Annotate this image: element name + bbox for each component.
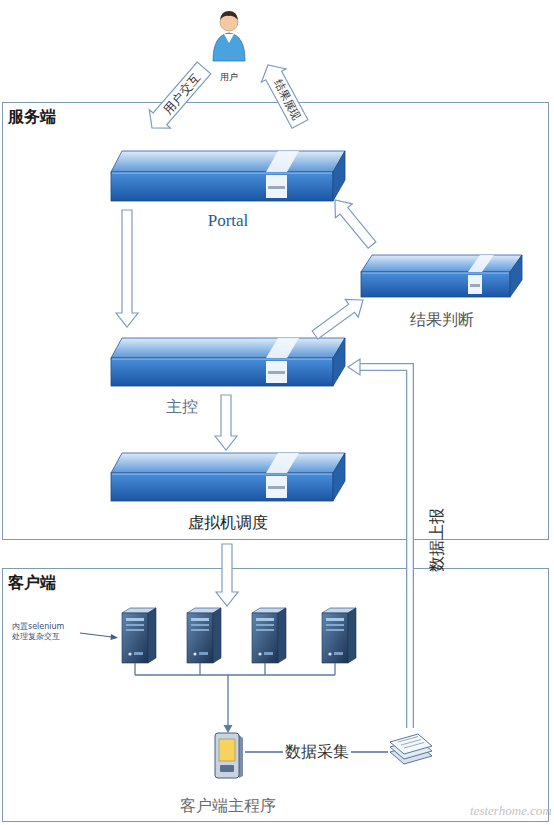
wire — [135, 663, 335, 726]
watermark: testerhome.com — [470, 803, 552, 819]
note-text: 内置selenium 处理复杂交互 — [12, 622, 74, 641]
hollow-arrow — [261, 65, 308, 128]
hollow-arrow — [312, 299, 363, 339]
node-label: 用户 — [200, 72, 258, 83]
arrowhead — [348, 359, 360, 375]
node-label: 虚拟机调度 — [110, 513, 346, 532]
device-icon — [213, 732, 245, 780]
leader-arrowhead — [111, 634, 119, 640]
node-label: 客户端主程序 — [170, 796, 286, 815]
control-server: 主控 — [110, 337, 346, 419]
result-server: 结果判断 — [360, 254, 523, 334]
node-label: 主控 — [64, 397, 300, 416]
flow-arrow — [261, 65, 308, 128]
flow-arrow — [335, 200, 376, 248]
server-icon — [252, 608, 286, 663]
server-icon — [187, 608, 221, 663]
document-stack — [390, 734, 432, 764]
scheduler-server: 虚拟机调度 — [110, 452, 346, 534]
leader-line — [80, 633, 112, 637]
server-icon — [122, 608, 156, 663]
wires — [135, 663, 335, 726]
zone-title: 服务端 — [8, 107, 56, 126]
flow-arrow — [149, 62, 211, 128]
edge-label: 数据上报 — [427, 508, 446, 572]
user-icon — [200, 5, 258, 65]
server-icon — [322, 608, 356, 663]
connector-fill — [360, 367, 410, 728]
client-zone: 客户端客户端主程序 — [2, 568, 549, 822]
hollow-arrow — [116, 210, 138, 327]
server-zone: 服务端Portal结果判断主控虚拟机调度 — [2, 102, 549, 540]
flow-arrow — [312, 299, 363, 339]
client-program: 客户端主程序 — [170, 728, 286, 822]
zone-title: 客户端 — [8, 573, 56, 592]
portal-server: Portal — [110, 150, 346, 234]
server-slab — [110, 150, 346, 202]
node-label: Portal — [110, 211, 346, 231]
edge-label: 结果展现 — [271, 77, 304, 122]
connector-line — [245, 751, 388, 753]
server-slab — [360, 254, 523, 298]
flow-label: 数据采集 — [283, 742, 351, 761]
hollow-arrow — [149, 62, 211, 128]
flow-arrow — [245, 359, 410, 752]
server-slab — [110, 337, 346, 387]
flow-arrow — [116, 210, 138, 327]
document-lines — [398, 737, 424, 749]
node-label: 结果判断 — [360, 310, 523, 329]
hollow-arrow — [215, 395, 237, 450]
server-group — [122, 608, 356, 663]
document-sheet — [390, 734, 432, 754]
user-actor: 用户 — [200, 5, 258, 89]
hollow-arrow — [335, 200, 376, 248]
edge-label: 用户交互 — [161, 71, 203, 117]
wire-arrowhead — [224, 725, 233, 733]
connector-outline — [360, 367, 410, 728]
server-slab — [110, 452, 346, 502]
flow-arrow — [216, 544, 238, 606]
hollow-arrow — [216, 544, 238, 606]
flow-arrow — [215, 395, 237, 450]
